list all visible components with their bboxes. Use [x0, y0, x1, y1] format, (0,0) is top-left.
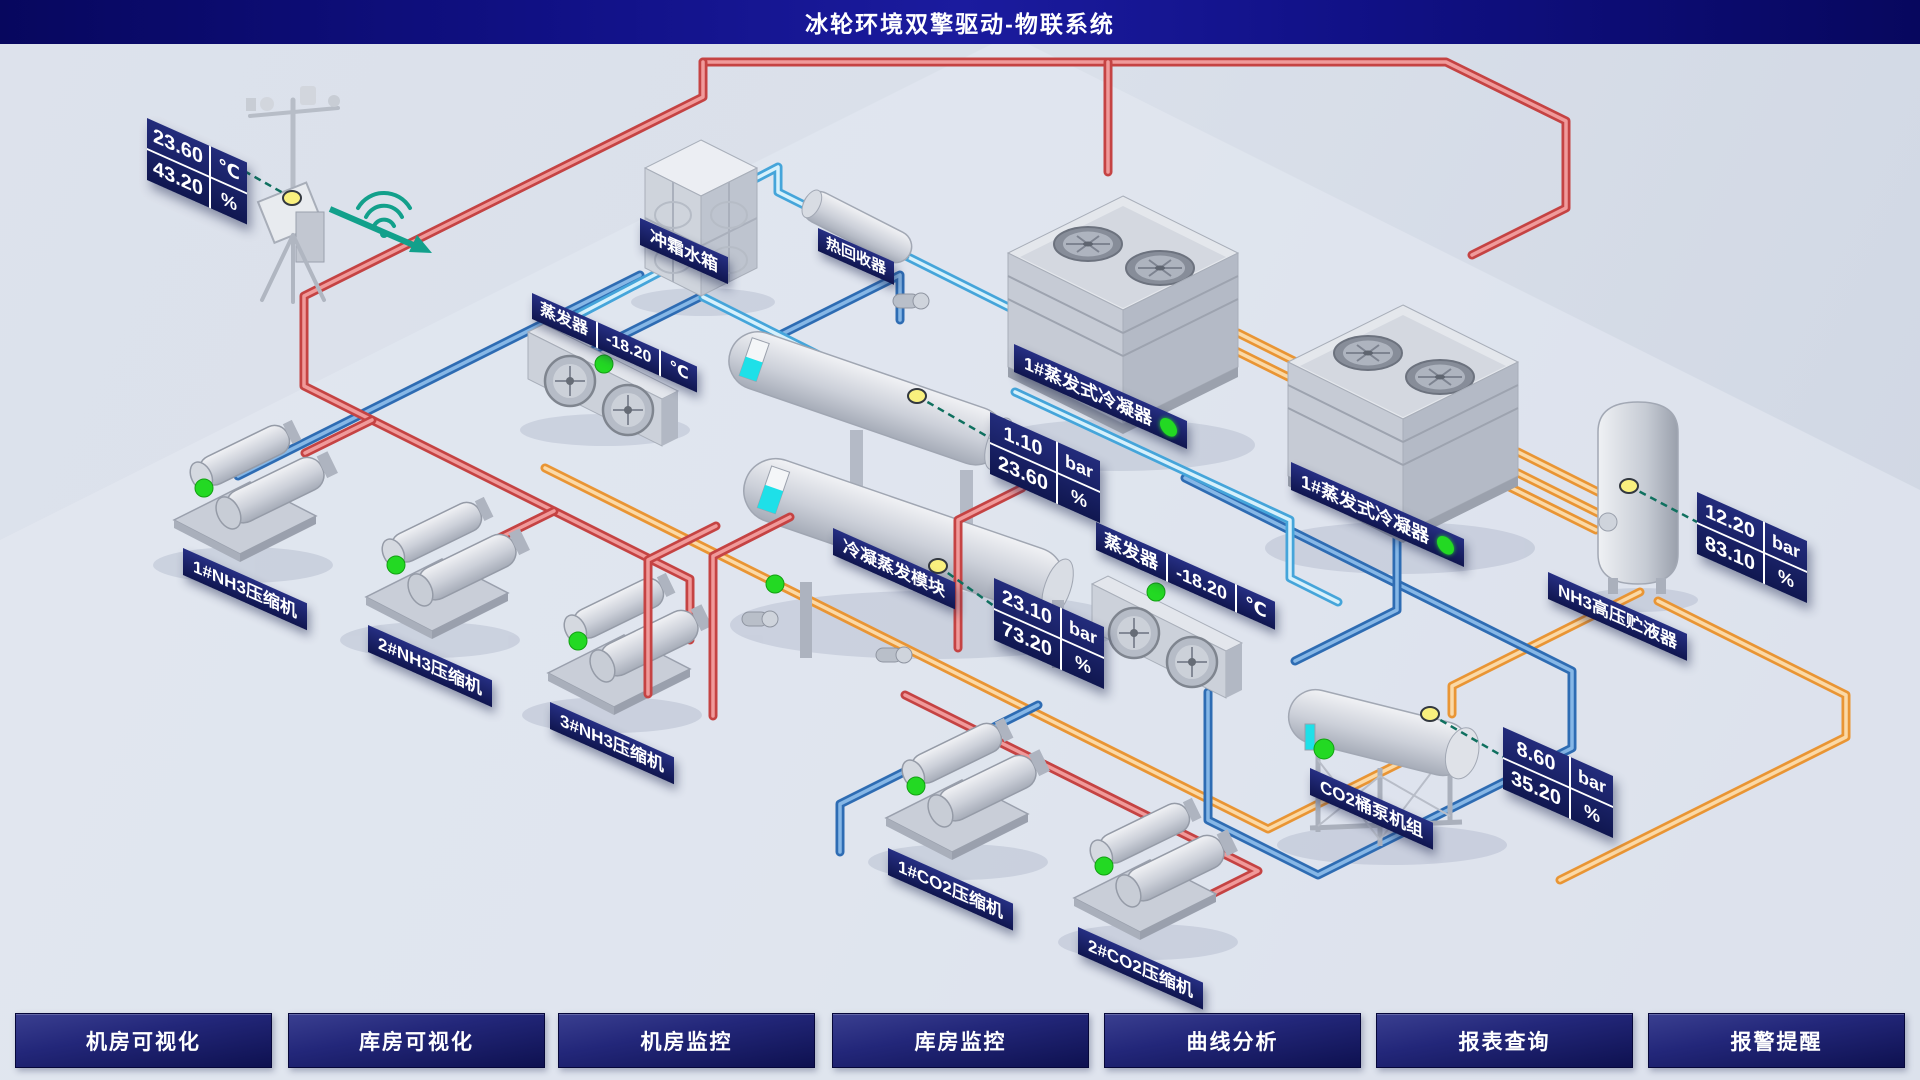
callout-links: [245, 170, 1698, 759]
condenser-1-status-dot: [1160, 414, 1178, 440]
nav-curve-analysis[interactable]: 曲线分析: [1104, 1013, 1361, 1068]
nav-warehouse-visual[interactable]: 库房可视化: [288, 1013, 545, 1068]
heat-recovery-vessel: [801, 189, 930, 310]
pipes-blue: [233, 270, 1577, 880]
status-dots: [594, 354, 1335, 760]
nav-warehouse-monitor[interactable]: 库房监控: [832, 1013, 1089, 1068]
nav-alarm-reminder[interactable]: 报警提醒: [1648, 1013, 1905, 1068]
weather-station: [246, 86, 340, 304]
nav-machine-room-visual[interactable]: 机房可视化: [15, 1013, 272, 1068]
page-title: 冰轮环境双擎驱动-物联系统: [805, 11, 1115, 37]
nav-machine-room-monitor[interactable]: 机房监控: [558, 1013, 815, 1068]
nav-report-query[interactable]: 报表查询: [1376, 1013, 1633, 1068]
nh3-receiver-tank: [1597, 401, 1679, 594]
condenser-2-status-dot: [1437, 532, 1455, 558]
title-bar: 冰轮环境双擎驱动-物联系统: [0, 0, 1920, 44]
flow-arrow: [328, 206, 432, 253]
pipes-red-front: [643, 483, 1027, 721]
